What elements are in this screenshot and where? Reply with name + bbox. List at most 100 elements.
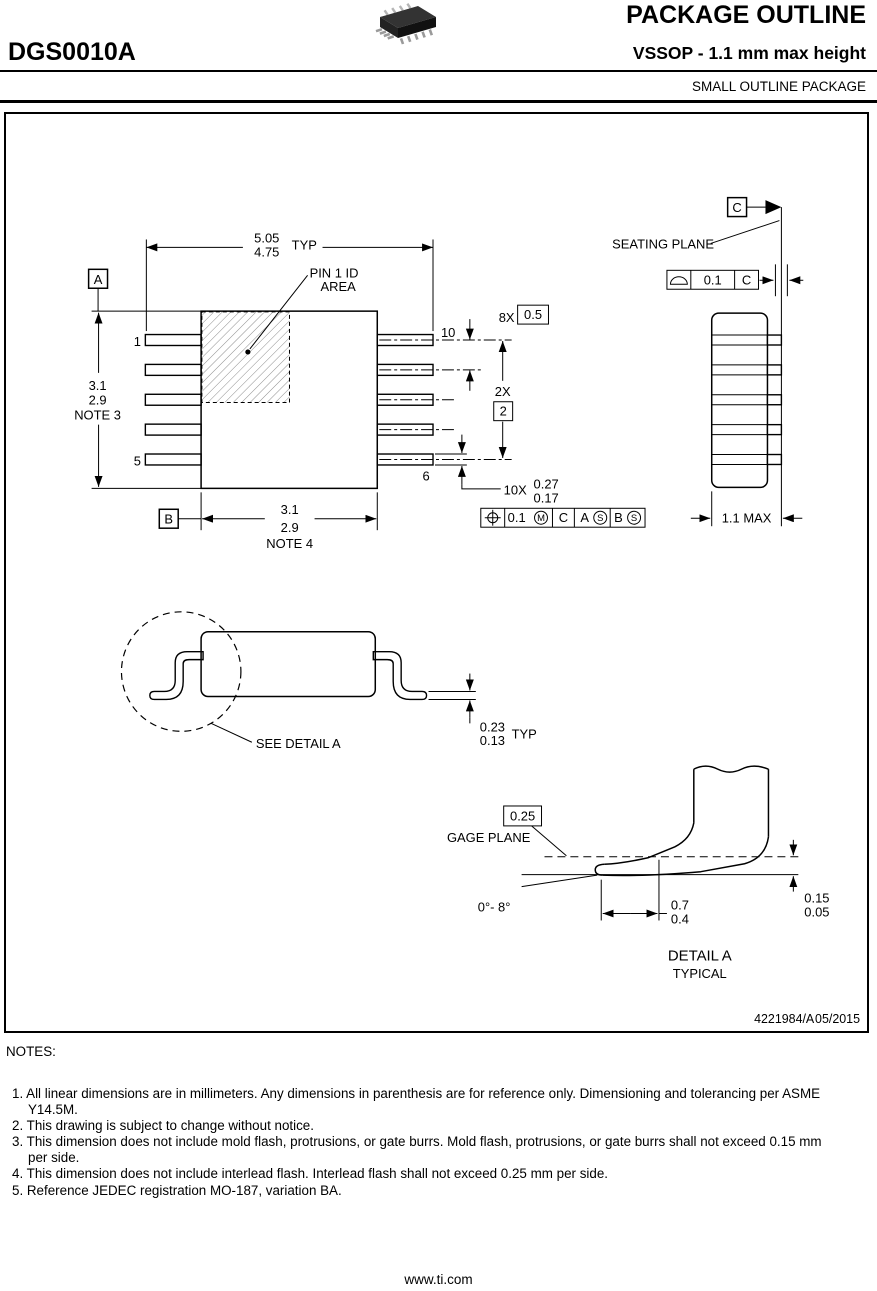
ti-website-link[interactable]: www.ti.com (404, 1272, 473, 1287)
profile-symbol-icon (669, 276, 688, 285)
foot-length-min: 0.4 (671, 911, 689, 926)
foot-angle-line (521, 874, 598, 888)
note-item-4: 4. This dimension does not include inter… (12, 1166, 608, 1182)
part-number: DGS0010A (8, 38, 136, 66)
max-height-dimension: 1.1 MAX (690, 491, 803, 527)
rfs-modifier-icon-2 (627, 510, 642, 525)
lead-centerlines (379, 339, 512, 460)
gage-offset-box (503, 805, 543, 827)
lead-thickness-typ: TYP (512, 726, 537, 741)
span-value: 2 (500, 404, 507, 419)
lead-width-max: 0.27 (534, 476, 559, 491)
ic-package-icon (375, 3, 436, 45)
fcf-datum-a: A (580, 510, 589, 525)
position-fcf: 0.1 M C A S B S (480, 507, 646, 528)
drawing-revision-date: 05/2015 (815, 1012, 860, 1026)
body-length-note: NOTE 4 (266, 536, 313, 551)
lead-width-dimension: 10X 0.27 0.17 (435, 434, 559, 505)
top-view: PIN 1 ID AREA 5.05 4.75 TYP (74, 230, 646, 551)
notes-heading: NOTES: (6, 1044, 56, 1059)
body-width-min: 2.9 (89, 393, 107, 408)
pin1-id-label-2: AREA (321, 279, 357, 294)
width-typ: TYP (292, 237, 317, 252)
width-min: 4.75 (254, 244, 279, 259)
datum-c-label: C (732, 200, 741, 215)
pin1-id-label-1: PIN 1 ID (310, 265, 359, 280)
pin-number-5: 5 (134, 453, 141, 468)
notes-section: NOTES: 1. All linear dimensions are in m… (6, 1044, 830, 1199)
flatness-fcf: 0.1 C (666, 264, 804, 297)
side-view: C SEATING PLANE 0.1 C (612, 196, 804, 527)
fcf-datum-b: B (614, 510, 623, 525)
package-body-side (710, 312, 769, 489)
pitch-dimension: 8X 0.5 (465, 304, 549, 391)
flatness-datum: C (742, 273, 751, 288)
see-detail-a-label: SEE DETAIL A (256, 736, 341, 751)
pitch-value: 0.5 (524, 307, 542, 322)
right-gullwing-lead (372, 650, 428, 701)
note-item-5: 5. Reference JEDEC registration MO-187, … (12, 1182, 342, 1198)
detail-a-subtitle: TYPICAL (673, 966, 727, 981)
lead-bend-profile (594, 765, 770, 877)
body-width-note: NOTE 3 (74, 408, 121, 423)
left-pin-pads (144, 333, 202, 466)
max-height-label: 1.1 MAX (722, 511, 772, 526)
seating-plane-label: SEATING PLANE (612, 236, 714, 251)
pin1-id-dot (245, 349, 251, 355)
note-item-3: 3. This dimension does not include mold … (12, 1134, 822, 1166)
position-tolerance: 0.1 (508, 510, 526, 525)
body-length-max: 3.1 (281, 502, 299, 517)
body-width-max: 3.1 (89, 378, 107, 393)
mmc-modifier-icon (534, 510, 548, 525)
detail-a-title: DETAIL A (668, 947, 732, 964)
rfs-modifier-icon (593, 510, 608, 525)
package-body-top (200, 310, 379, 490)
lead-width-min: 0.17 (534, 490, 559, 505)
foot-length-dimension: 0.7 0.4 (600, 859, 689, 926)
body-width-dimension: 3.1 2.9 NOTE 3 (74, 310, 202, 489)
width-max: 5.05 (254, 230, 279, 245)
lead-tip-min: 0.05 (804, 904, 829, 919)
pitch-count: 8X (499, 310, 515, 325)
rfs-modifier-letter: S (597, 513, 603, 524)
package-family-label: SMALL OUTLINE PACKAGE (691, 79, 866, 94)
left-gullwing-lead (149, 650, 204, 701)
side-lead-tabs (711, 334, 783, 466)
lead-angle-label: 0°- 8° (478, 900, 511, 915)
lead-thickness-min: 0.13 (480, 733, 505, 748)
package-subtitle: VSSOP - 1.1 mm max height (632, 43, 866, 63)
foot-length-max: 0.7 (671, 898, 689, 913)
datum-a-label: A (94, 272, 103, 287)
lead-count: 10X (504, 482, 527, 497)
pin-number-10: 10 (441, 325, 455, 340)
page-footer: www.ti.com (0, 1272, 877, 1287)
front-view: SEE DETAIL A 0.23 0.13 TYP (120, 611, 537, 751)
note-item-2: 2. This drawing is subject to change wit… (12, 1118, 314, 1134)
detail-a-callout-circle (120, 611, 242, 732)
lead-thickness-max: 0.23 (480, 719, 505, 734)
overall-width-dimension: 5.05 4.75 TYP (145, 230, 434, 332)
flatness-tolerance: 0.1 (704, 273, 722, 288)
note-item-1: 1. All linear dimensions are in millimet… (12, 1086, 821, 1118)
span-dimension: 2X 2 (493, 341, 514, 458)
pin-number-1: 1 (134, 334, 141, 349)
body-length-dimension: 3.1 2.9 NOTE 4 (178, 492, 378, 551)
lead-thickness-dimension: 0.23 0.13 TYP (428, 673, 537, 748)
gage-offset-value: 0.25 (510, 808, 535, 823)
lead-tip-max: 0.15 (804, 891, 829, 906)
fcf-datum-c: C (559, 510, 568, 525)
drawing-frame: PIN 1 ID AREA 5.05 4.75 TYP (4, 112, 869, 1033)
body-length-min: 2.9 (281, 520, 299, 535)
page-title: PACKAGE OUTLINE (626, 1, 866, 29)
header-divider (0, 70, 877, 72)
position-symbol-icon (484, 509, 501, 526)
gage-plane-label: GAGE PLANE (447, 830, 531, 845)
datum-target-triangle-icon (765, 200, 782, 215)
rfs-modifier-letter-2: S (631, 513, 637, 524)
drawing-number: 4221984/A (754, 1012, 815, 1026)
header-divider-2 (0, 100, 877, 103)
mmc-modifier-letter: M (537, 513, 545, 524)
pin1-id-area (201, 311, 290, 404)
lead-tip-dimension: 0.15 0.05 (789, 839, 829, 919)
pin-number-6: 6 (422, 468, 429, 483)
